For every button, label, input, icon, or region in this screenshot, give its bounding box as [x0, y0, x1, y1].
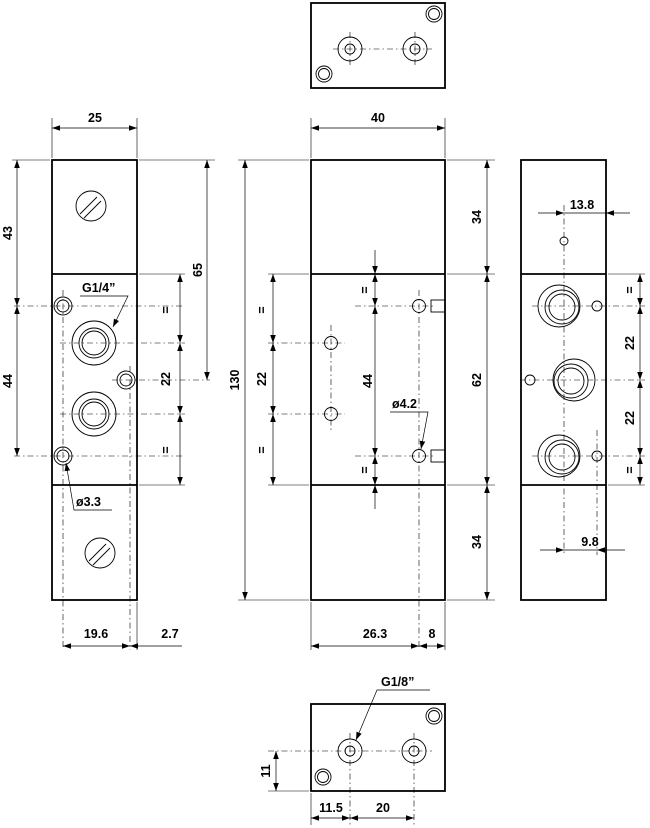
dim-bottom-11: 11: [259, 764, 273, 777]
dim-front-eq-top: =: [255, 306, 269, 313]
top-screw-right: [425, 5, 443, 23]
side-screw-top: [75, 190, 107, 222]
dim-bottom-20: 20: [376, 801, 390, 815]
callout-d42: ø4.2: [392, 397, 417, 411]
callout-g14: G1/4”: [82, 281, 115, 295]
dim-front-26-3: 26.3: [363, 627, 387, 641]
dim-front-34-bot: 34: [470, 535, 484, 549]
dim-side-43: 43: [1, 226, 15, 240]
front-slot-top: [430, 299, 446, 313]
dim-right-9-8: 9.8: [581, 535, 598, 549]
callout-d33: ø3.3: [76, 495, 101, 509]
front-slot-bottom: [430, 449, 446, 463]
callout-g18: G1/8”: [381, 675, 414, 689]
front-view-outline: [310, 159, 446, 601]
top-screw-left: [315, 65, 333, 83]
dim-side-eq-top: =: [159, 306, 173, 313]
side-view: 25 43 44 65 = 22 = 19.6 2.7 G1/4” ø3.3: [1, 111, 215, 650]
dim-side-width: 25: [88, 111, 102, 125]
dim-bottom-11-5: 11.5: [319, 801, 343, 815]
bottom-screw-left: [314, 768, 332, 786]
side-screw-bottom: [84, 537, 116, 569]
dim-side-65: 65: [191, 263, 205, 277]
dim-front-eq-top2: =: [358, 286, 372, 293]
dim-front-8: 8: [429, 627, 436, 641]
top-view: [310, 2, 446, 89]
dim-side-19-6: 19.6: [84, 627, 108, 641]
dim-front-eq-bot2: =: [358, 466, 372, 473]
dim-side-2-7: 2.7: [161, 627, 178, 641]
dim-front-width: 40: [371, 111, 385, 125]
dim-side-44: 44: [1, 374, 15, 388]
bottom-screw-right: [425, 707, 443, 725]
dim-right-eq-bot: =: [623, 466, 637, 473]
dim-front-22: 22: [255, 372, 269, 386]
dim-front-44: 44: [361, 374, 375, 388]
dim-front-130: 130: [228, 370, 242, 391]
side-view-outline: [51, 159, 138, 601]
dim-side-22: 22: [159, 372, 173, 386]
dim-front-62: 62: [470, 373, 484, 387]
front-view: 40 130 = 22 = = 44 = 34 62 34 26.3 8 ø4.…: [228, 111, 495, 650]
dim-side-eq-bot: =: [159, 446, 173, 453]
dim-front-eq-bot: =: [255, 446, 269, 453]
dim-front-34-top: 34: [470, 210, 484, 224]
dim-right-13-8: 13.8: [570, 198, 594, 212]
dim-right-eq-top: =: [623, 286, 637, 293]
bottom-view: 11 11.5 20 G1/8”: [259, 675, 446, 825]
dim-right-22-b: 22: [623, 411, 637, 425]
bottom-view-outline: [310, 703, 446, 792]
dim-right-22-a: 22: [623, 336, 637, 350]
right-view: 13.8 = 22 22 = 9.8: [520, 159, 645, 601]
top-view-outline: [310, 2, 446, 89]
